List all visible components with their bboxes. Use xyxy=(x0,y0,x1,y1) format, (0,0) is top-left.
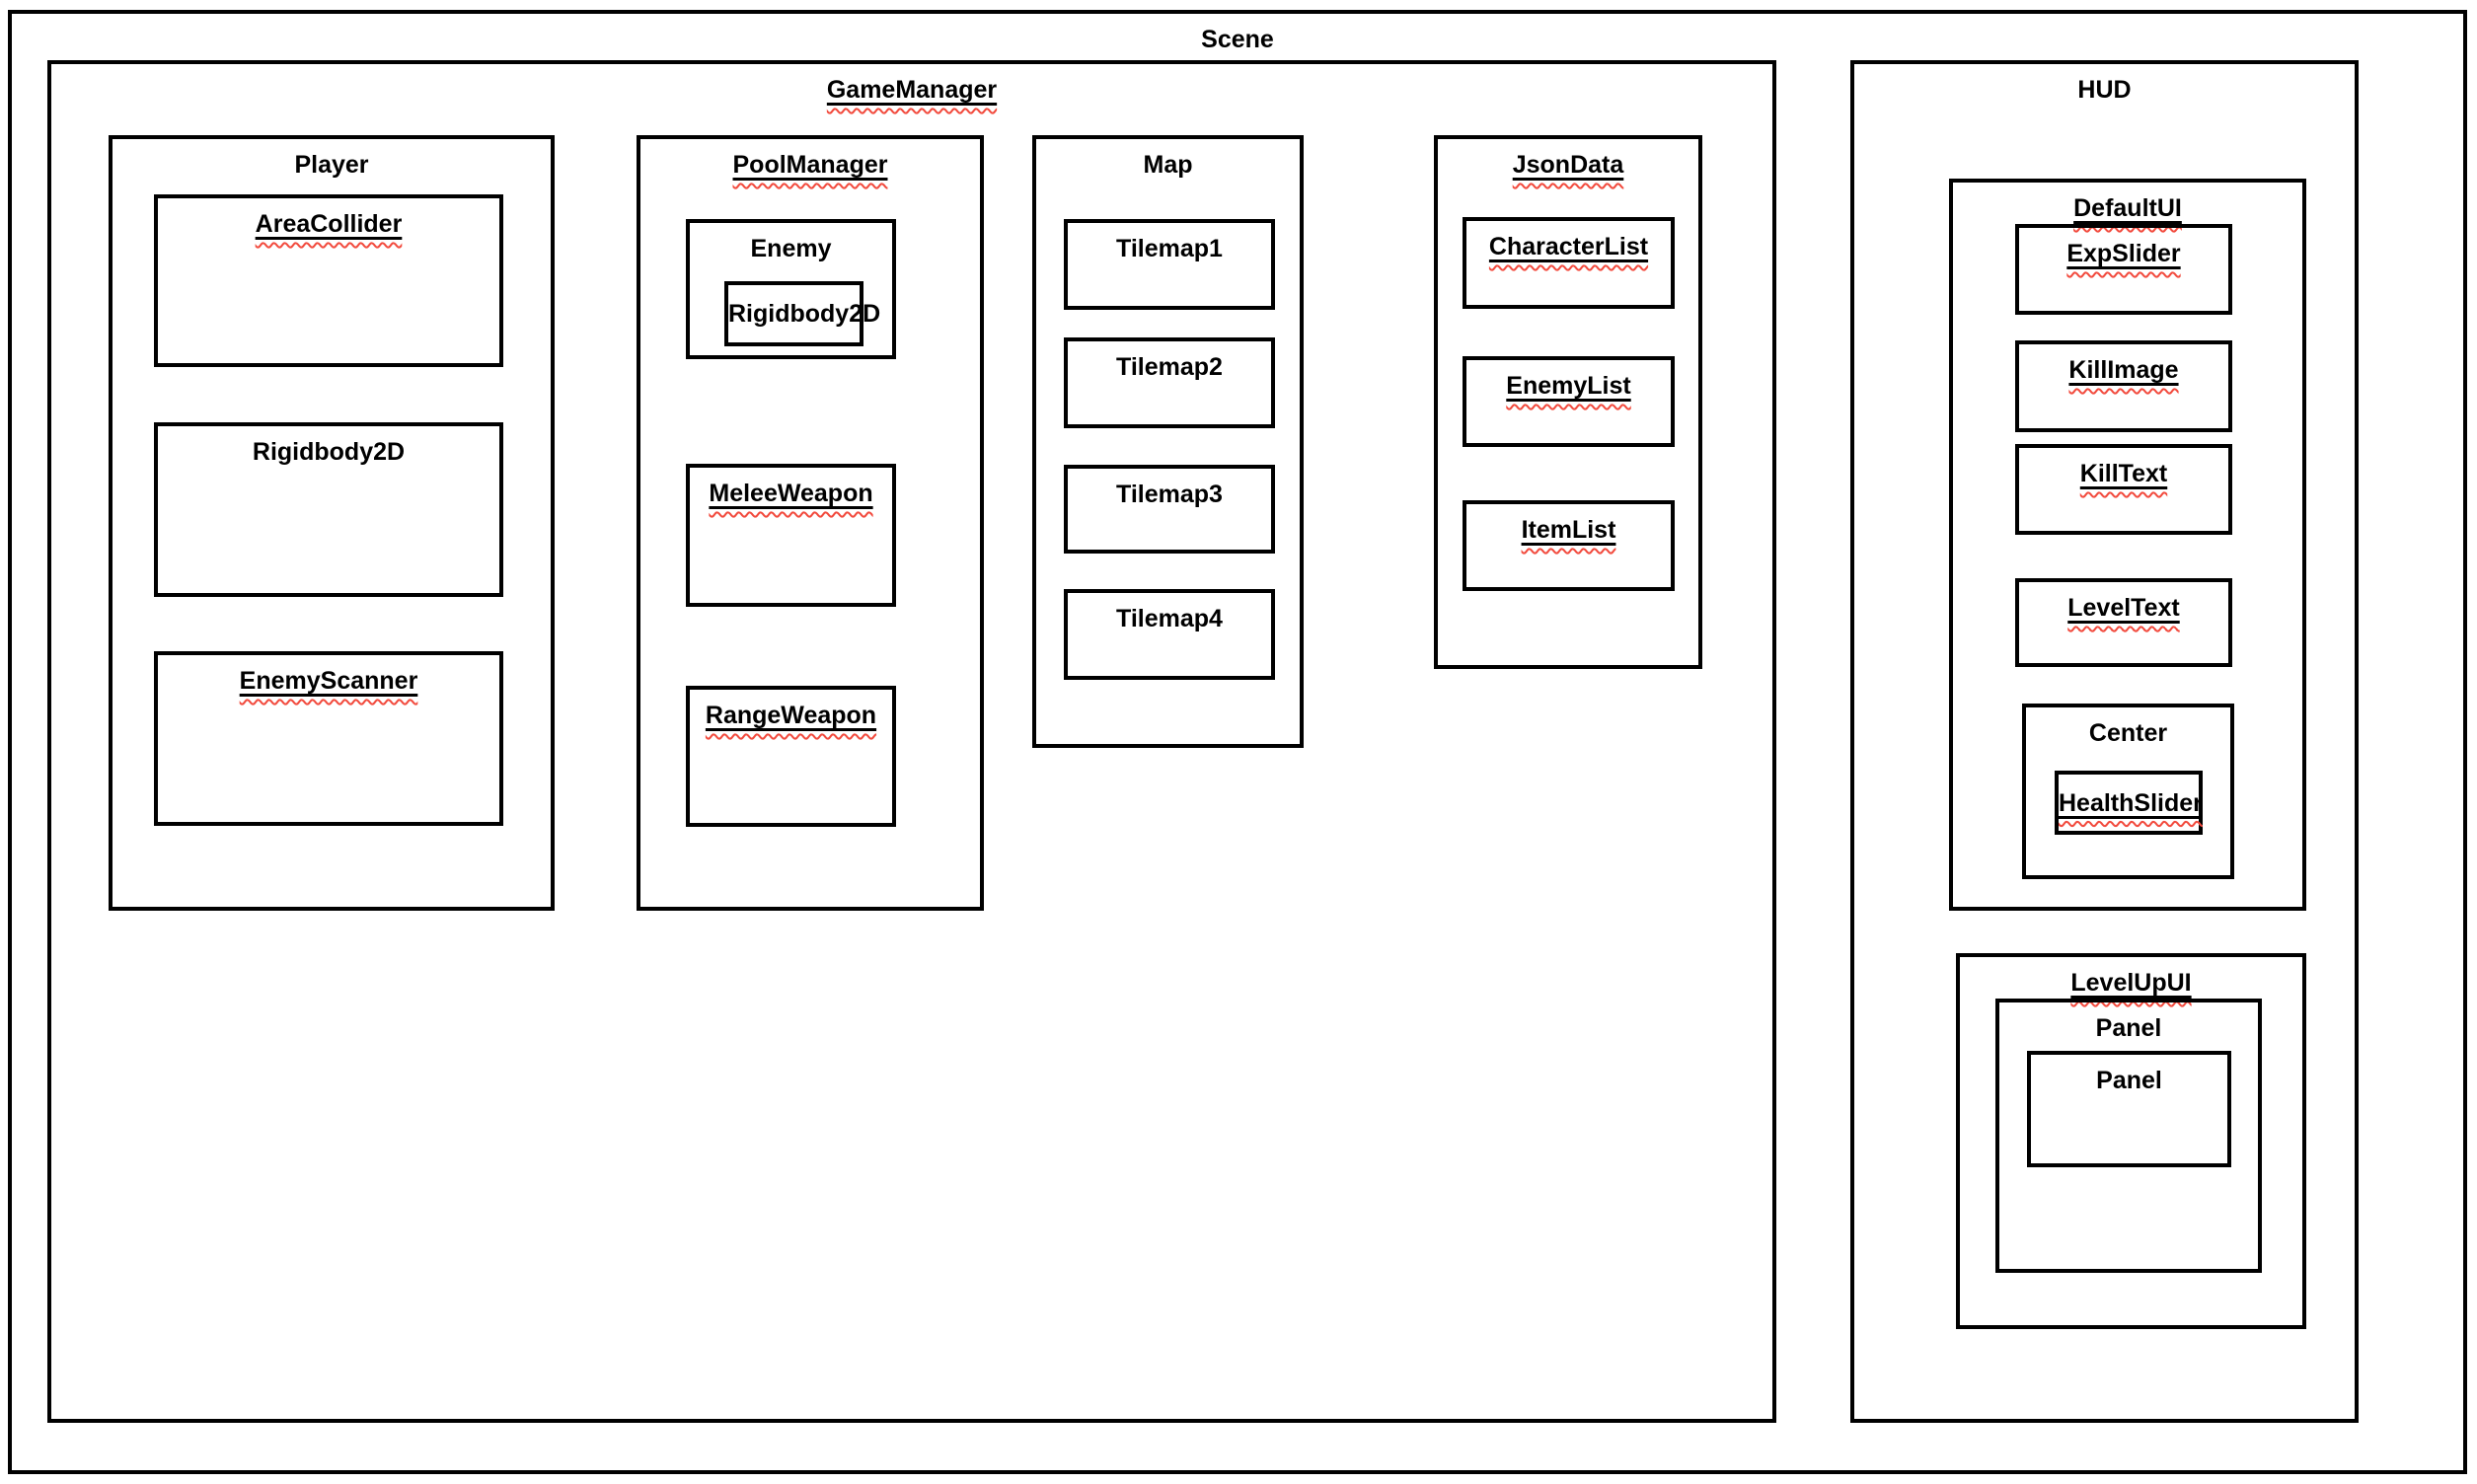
scene-box: Scene GameManager Player AreaCollider Ri… xyxy=(8,10,2467,1474)
rangeweapon-label: RangeWeapon xyxy=(705,702,877,729)
enemyscanner-label: EnemyScanner xyxy=(239,667,418,695)
levelupui-label: LevelUpUI xyxy=(2070,969,2192,997)
player-rigidbody2d-box: Rigidbody2D xyxy=(154,422,503,597)
meleeweapon-label: MeleeWeapon xyxy=(709,480,873,507)
characterlist-label: CharacterList xyxy=(1488,233,1649,260)
killimage-label: KillImage xyxy=(2068,356,2179,384)
gamemanager-label: GameManager xyxy=(826,76,998,104)
tilemap3-box: Tilemap3 xyxy=(1064,465,1275,554)
hud-label: HUD xyxy=(2077,76,2132,104)
tilemap2-box: Tilemap2 xyxy=(1064,337,1275,428)
itemlist-box: ItemList xyxy=(1463,500,1675,591)
tilemap1-label: Tilemap1 xyxy=(1116,235,1223,262)
tilemap4-box: Tilemap4 xyxy=(1064,589,1275,680)
panel-outer-box: Panel Panel xyxy=(1995,999,2262,1273)
meleeweapon-box: MeleeWeapon xyxy=(686,464,896,607)
hud-box: HUD DefaultUI ExpSlider KillImage KillTe… xyxy=(1850,60,2359,1423)
enemy-box: Enemy Rigidbody2D xyxy=(686,219,896,359)
itemlist-label: ItemList xyxy=(1521,516,1616,544)
enemyscanner-box: EnemyScanner xyxy=(154,651,503,826)
panel-inner-label: Panel xyxy=(2096,1067,2162,1094)
levelupui-box: LevelUpUI Panel Panel xyxy=(1956,953,2306,1329)
expslider-box: ExpSlider xyxy=(2015,224,2232,315)
enemylist-label: EnemyList xyxy=(1506,372,1631,400)
healthslider-label: HealthSlider xyxy=(2059,788,2203,817)
expslider-label: ExpSlider xyxy=(2066,240,2181,267)
tilemap4-label: Tilemap4 xyxy=(1116,605,1223,632)
player-box: Player AreaCollider Rigidbody2D EnemySca… xyxy=(109,135,555,911)
leveltext-box: LevelText xyxy=(2015,578,2232,667)
poolmanager-label: PoolManager xyxy=(732,151,888,179)
enemy-rigidbody2d-label: Rigidbody2D xyxy=(728,300,881,328)
jsondata-box: JsonData CharacterList EnemyList ItemLis… xyxy=(1434,135,1702,669)
player-rigidbody2d-label: Rigidbody2D xyxy=(252,438,406,466)
killtext-box: KillText xyxy=(2015,444,2232,535)
healthslider-box: HealthSlider xyxy=(2055,771,2203,835)
defaultui-box: DefaultUI ExpSlider KillImage KillText L… xyxy=(1949,179,2306,911)
rangeweapon-box: RangeWeapon xyxy=(686,686,896,827)
map-box: Map Tilemap1 Tilemap2 Tilemap3 Tilemap4 xyxy=(1032,135,1304,748)
gamemanager-box: GameManager Player AreaCollider Rigidbod… xyxy=(47,60,1776,1423)
leveltext-label: LevelText xyxy=(2067,594,2180,622)
areacollider-label: AreaCollider xyxy=(255,210,403,238)
tilemap2-label: Tilemap2 xyxy=(1116,353,1223,381)
enemylist-box: EnemyList xyxy=(1463,356,1675,447)
characterlist-box: CharacterList xyxy=(1463,217,1675,309)
poolmanager-box: PoolManager Enemy Rigidbody2D MeleeWeapo… xyxy=(637,135,984,911)
killtext-label: KillText xyxy=(2079,460,2168,487)
center-label: Center xyxy=(2088,719,2168,747)
panel-inner-box: Panel xyxy=(2027,1051,2231,1167)
jsondata-label: JsonData xyxy=(1512,151,1624,179)
panel-outer-label: Panel xyxy=(2095,1014,2162,1042)
scene-label: Scene xyxy=(1201,26,1274,53)
enemy-label: Enemy xyxy=(750,235,832,262)
enemy-rigidbody2d-box: Rigidbody2D xyxy=(724,281,881,346)
player-label: Player xyxy=(294,151,369,179)
tilemap3-label: Tilemap3 xyxy=(1116,481,1223,508)
center-box: Center HealthSlider xyxy=(2022,704,2234,879)
defaultui-label: DefaultUI xyxy=(2073,194,2182,222)
killimage-box: KillImage xyxy=(2015,340,2232,432)
map-label: Map xyxy=(1143,151,1193,179)
tilemap1-box: Tilemap1 xyxy=(1064,219,1275,310)
areacollider-box: AreaCollider xyxy=(154,194,503,367)
